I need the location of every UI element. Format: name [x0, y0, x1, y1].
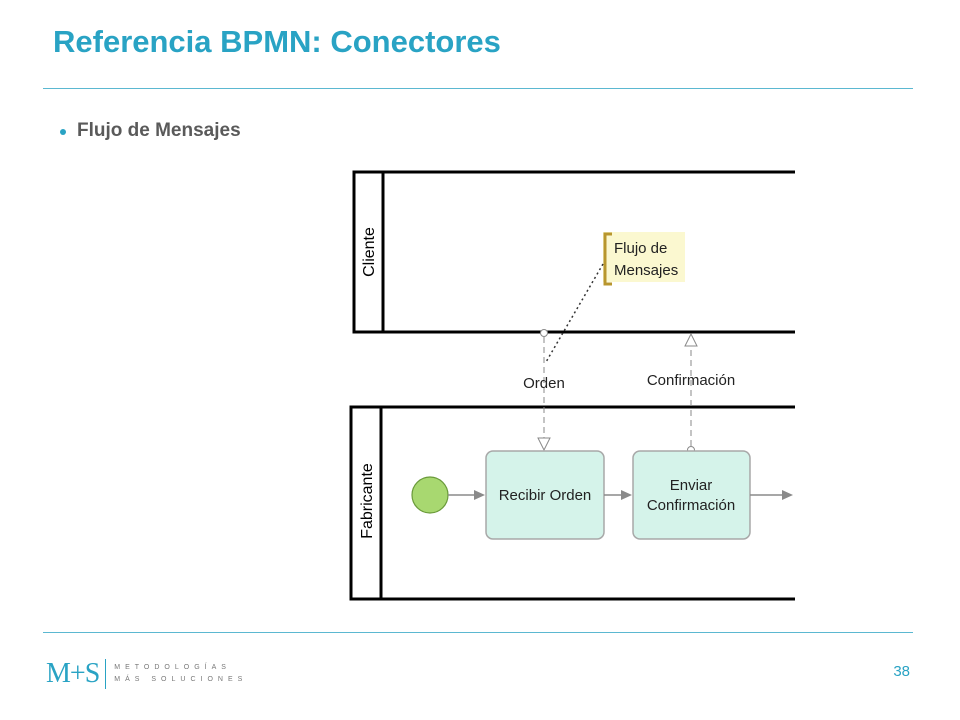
task-enviar-confirmacion-line-2: Confirmación: [647, 497, 735, 514]
annotation-line-1: Flujo de: [614, 240, 667, 257]
page-number: 38: [893, 663, 910, 680]
logo-text: METODOLOGÍAS MÁS SOLUCIONES: [114, 662, 247, 686]
logo-line-1: METODOLOGÍAS: [114, 664, 231, 671]
pool-cliente: Cliente: [352, 170, 795, 334]
pool-fabricante: Fabricante: [349, 405, 795, 601]
slide-title: Referencia BPMN: Conectores: [53, 24, 501, 59]
bottom-divider: [43, 632, 913, 633]
company-logo: M+S METODOLOGÍAS MÁS SOLUCIONES: [46, 658, 247, 690]
pool-cliente-label: Cliente: [361, 227, 378, 277]
start-event-icon: [411, 476, 449, 514]
message-flow-confirmacion: Confirmación: [647, 332, 735, 454]
message-flow-orden: Orden: [523, 329, 565, 452]
annotation-association-line: [545, 263, 604, 363]
task-enviar-confirmacion-line-1: Enviar: [670, 477, 713, 494]
task-recibir-orden: Recibir Orden: [485, 450, 605, 540]
text-annotation: Flujo de Mensajes: [545, 232, 685, 363]
task-recibir-orden-label: Recibir Orden: [499, 487, 592, 504]
message-flow-orden-label: Orden: [523, 375, 565, 392]
logo-mark: M+S: [46, 658, 100, 689]
bullet-item: Flujo de Mensajes: [60, 120, 241, 142]
bullet-text: Flujo de Mensajes: [77, 120, 241, 141]
bpmn-diagram: Cliente Fabricante Flujo de Mensajes Ord…: [340, 160, 800, 605]
logo-line-2: MÁS SOLUCIONES: [114, 676, 248, 683]
sequence-flow-3: [750, 490, 793, 500]
pool-fabricante-label: Fabricante: [359, 463, 376, 539]
message-flow-confirmacion-label: Confirmación: [647, 372, 735, 389]
sequence-flow-1: [448, 490, 485, 500]
bpmn-diagram-svg: Cliente Fabricante Flujo de Mensajes Ord…: [349, 170, 795, 601]
top-divider: [43, 88, 913, 89]
logo-divider: [105, 659, 107, 689]
sequence-flow-2: [604, 490, 632, 500]
annotation-line-2: Mensajes: [614, 262, 678, 279]
task-enviar-confirmacion: Enviar Confirmación: [632, 450, 751, 540]
bullet-dot-icon: [60, 129, 66, 135]
